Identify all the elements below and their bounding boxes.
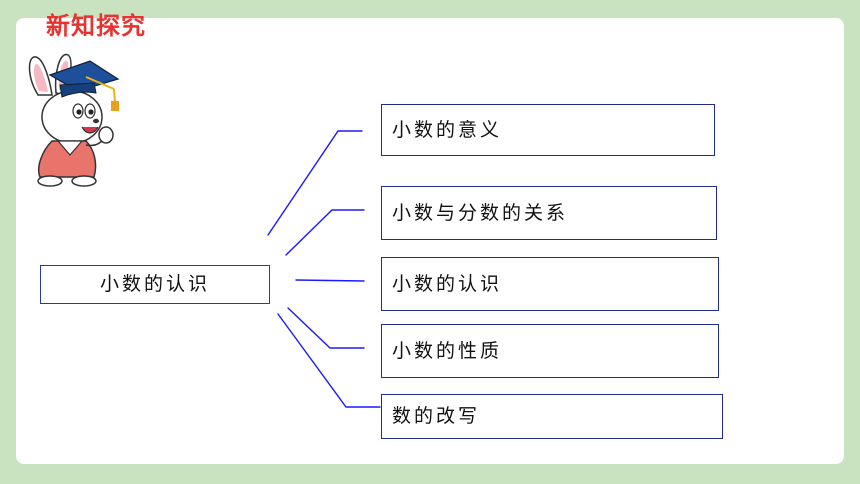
branch-node-recognition: 小数的认识	[381, 257, 719, 311]
connector-line-2	[285, 209, 365, 256]
connector-line-3	[295, 279, 365, 282]
branch-node-properties: 小数的性质	[381, 324, 719, 378]
connector-line-5	[277, 313, 381, 408]
connector-line-4	[287, 307, 365, 349]
branch-node-rewriting: 数的改写	[381, 394, 723, 439]
root-node: 小数的认识	[40, 265, 270, 304]
content-card	[16, 18, 844, 464]
branch-node-meaning: 小数的意义	[381, 104, 715, 156]
section-title: 新知探究	[46, 12, 146, 40]
branch-node-fraction-relation: 小数与分数的关系	[381, 186, 717, 240]
connector-line-1	[267, 130, 363, 236]
rabbit-mascot-icon	[28, 53, 120, 187]
